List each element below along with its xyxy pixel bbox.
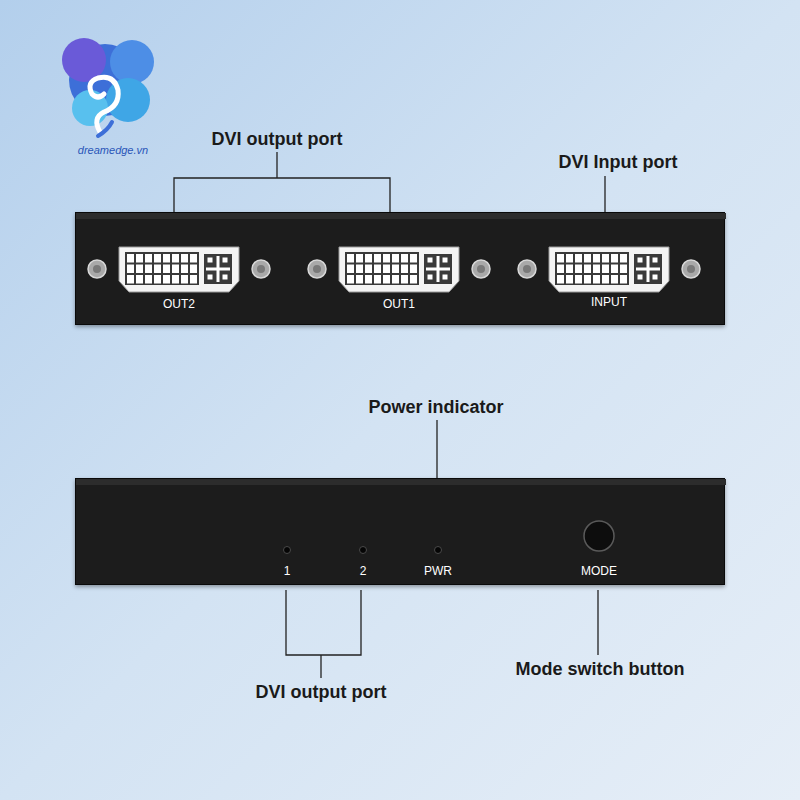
port-label: MODE (581, 564, 617, 578)
callout-label: Power indicator (368, 397, 503, 418)
dvi-connector (308, 247, 490, 292)
callout-label: DVI output port (256, 682, 387, 703)
dvi-connector (518, 247, 700, 292)
callout-label: DVI Input port (559, 152, 678, 173)
port-label: OUT1 (383, 297, 415, 311)
callout-label: DVI output port (212, 129, 343, 150)
back-panel: OUT2 OUT1 INPUT (75, 212, 725, 325)
led (284, 547, 291, 554)
watermark: dreamedge.vn (78, 144, 148, 156)
mode-button (584, 521, 614, 551)
front-panel: 1 2 PWR MODE (75, 478, 725, 585)
port-label: 1 (284, 564, 291, 578)
port-label: 2 (360, 564, 367, 578)
led (435, 547, 442, 554)
dvi-connector (88, 247, 270, 292)
port-label: PWR (424, 564, 452, 578)
led (360, 547, 367, 554)
port-label: OUT2 (163, 297, 195, 311)
logo (62, 38, 154, 136)
front-panel-art (76, 479, 726, 586)
port-label: INPUT (591, 295, 627, 309)
callout-label: Mode switch button (516, 659, 685, 680)
